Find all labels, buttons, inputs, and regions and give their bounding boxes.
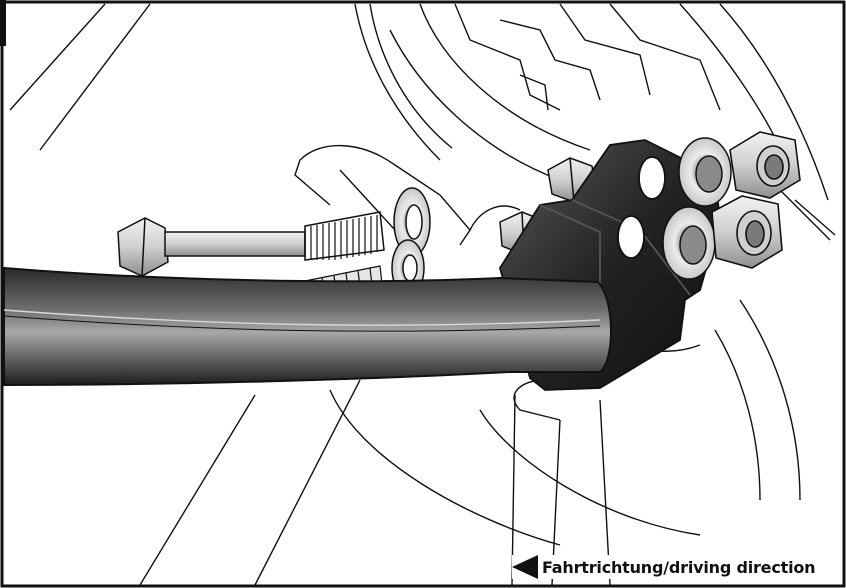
bolt-shank: [164, 231, 306, 257]
bolt-long: [117, 211, 385, 277]
arrow-left-icon: [512, 555, 538, 579]
driving-direction-label: Fahrtrichtung/driving direction: [512, 555, 820, 579]
anti-roll-bar: [3, 266, 612, 387]
washer-upper-left: [393, 187, 431, 257]
bracket-hole-1: [638, 156, 666, 200]
nut-upper-right: [729, 131, 801, 199]
washer-lower-right: [662, 206, 716, 280]
wheel-hub-lineart: [9, 3, 836, 586]
bracket-hole-2: [617, 215, 645, 259]
washer-upper-right: [678, 137, 732, 207]
bolt-thread: [304, 215, 378, 260]
caption-text: Fahrtrichtung/driving direction: [542, 557, 816, 577]
corner-tab: [0, 0, 6, 46]
nut-lower-right: [711, 195, 783, 269]
